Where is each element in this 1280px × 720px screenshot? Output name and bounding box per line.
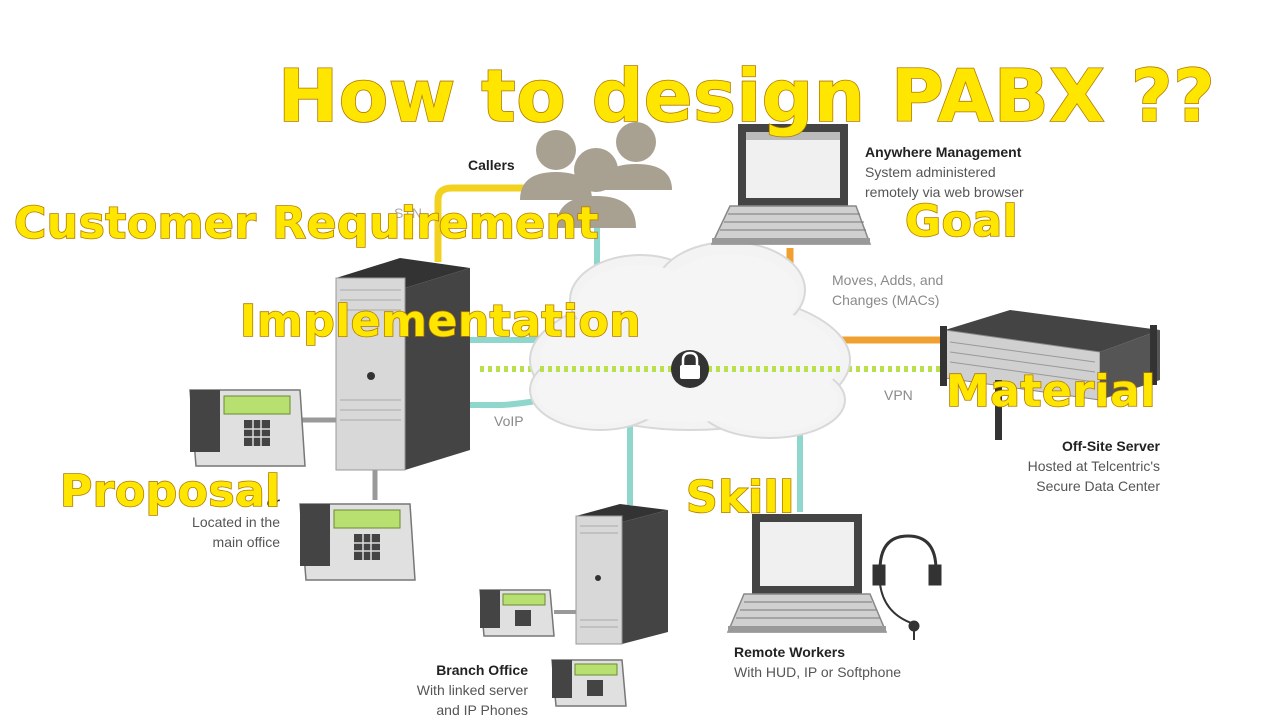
offsite-server-title: Off-Site Server: [1061, 438, 1160, 454]
macs-line2: Changes (MACs): [832, 292, 940, 308]
pstn-line: [434, 184, 545, 262]
remote-workers-text: Remote Workers With HUD, IP or Softphone: [734, 642, 901, 682]
main-server-icon: [335, 258, 470, 471]
desk-phone-icon-1: [189, 389, 306, 467]
offsite-server-text: Off-Site Server Hosted at Telcentric's S…: [1002, 436, 1160, 496]
remote-laptop-icon: [726, 514, 888, 633]
offsite-server-line1: Hosted at Telcentric's: [1027, 458, 1160, 474]
management-laptop-icon: [710, 124, 872, 245]
anywhere-management-line2: remotely via web browser: [865, 184, 1024, 200]
overlay-skill: Skill: [685, 471, 795, 524]
callers-icon: [520, 122, 672, 228]
callers-label: Callers: [468, 157, 515, 173]
branch-phone-icon-1: [479, 589, 555, 637]
offsite-server-line2: Secure Data Center: [1036, 478, 1160, 494]
onsite-server-title: er: [266, 494, 280, 510]
anywhere-management-title: Anywhere Management: [865, 144, 1022, 160]
overlay-material: Material: [945, 365, 1156, 418]
vpn-label: VPN: [884, 387, 913, 403]
onsite-server-text: er Located in the main office: [174, 492, 280, 552]
pstn-label: STN: [394, 205, 422, 221]
overlay-goal: Goal: [904, 195, 1019, 248]
macs-line1: Moves, Adds, and: [832, 272, 944, 288]
onsite-server-line1: Located in the: [192, 514, 280, 530]
branch-phone-icon-2: [551, 659, 627, 707]
branch-office-title: Branch Office: [436, 662, 528, 678]
branch-server-icon: [575, 504, 668, 645]
overlay-implementation: Implementation: [239, 295, 642, 348]
anywhere-management-line1: System administered: [865, 164, 996, 180]
onsite-server-line2: main office: [212, 534, 280, 550]
overlay-proposal: Proposal: [59, 465, 281, 518]
branch-office-text: Branch Office With linked server and IP …: [392, 660, 528, 720]
lock-icon: [671, 350, 709, 388]
page-title: How to design PABX ??: [277, 54, 1216, 138]
macs-label: Moves, Adds, and Changes (MACs): [832, 270, 943, 310]
headset-icon: [872, 534, 942, 640]
voip-label: VoIP: [494, 413, 524, 429]
internet-cloud: [529, 241, 851, 439]
desk-phone-icon-2: [299, 503, 416, 581]
offsite-server-icon: [940, 310, 1160, 440]
overlay-customer-requirement: Customer Requirement: [13, 197, 599, 250]
remote-workers-line1: With HUD, IP or Softphone: [734, 664, 902, 680]
branch-office-line1: With linked server: [416, 682, 528, 698]
anywhere-management-text: Anywhere Management System administered …: [865, 142, 1024, 202]
branch-office-line2: and IP Phones: [436, 702, 528, 718]
remote-workers-title: Remote Workers: [734, 644, 846, 660]
